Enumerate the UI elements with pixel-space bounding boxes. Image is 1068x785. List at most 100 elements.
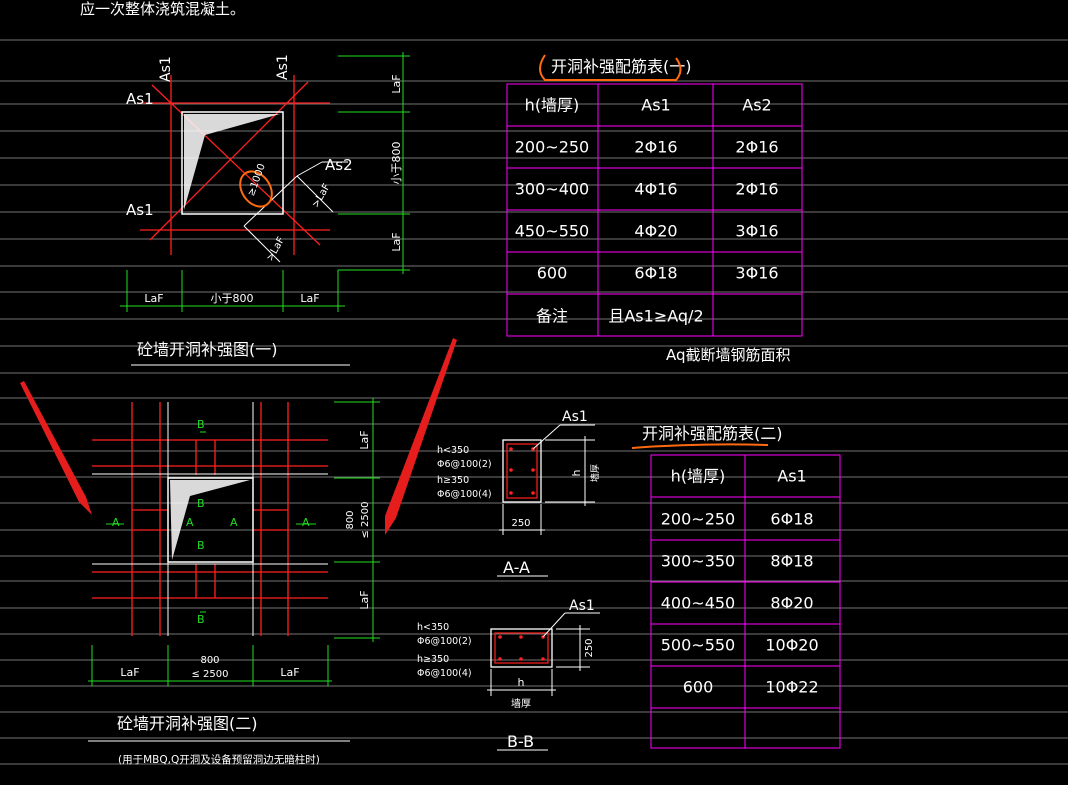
table1-grid [506, 83, 803, 337]
bb-dim-bottom: h [518, 676, 525, 689]
diagram1-dim-right [338, 52, 410, 274]
diagram1-rebars [140, 75, 330, 255]
d2-dim-right-mid-2: ≤ 2500 [360, 501, 371, 538]
diagram2-rebars [92, 402, 328, 636]
aa-bars [509, 447, 535, 495]
b-label-mid-top: B [197, 497, 205, 510]
table1-header-cell: As1 [641, 96, 670, 115]
table2-cell: 300~350 [661, 552, 735, 571]
d1-dim-right-bottom: LaF [390, 232, 403, 251]
table1-cell: 6Φ18 [634, 264, 677, 283]
b-label-mid-bottom: B [197, 539, 205, 552]
aa-note2: Φ6@100(2) [437, 459, 492, 470]
bb-note1: h<350 [417, 622, 449, 633]
diagram-2: B B B B A A A A LaF 800 ≤ 2500 LaF [88, 398, 380, 766]
hatched-area-2 [170, 480, 250, 560]
laf-diag-right: >LaF [310, 182, 333, 210]
bb-title: B-B [507, 732, 534, 751]
a-label-left: A [186, 516, 194, 529]
diagram2-subcaption: (用于MBQ,Q开洞及设备预留洞边无暗柱时) [118, 753, 320, 766]
as1-left-top: As1 [126, 90, 154, 108]
table1-cell: 2Φ16 [634, 138, 677, 157]
table1-cell: 4Φ20 [634, 222, 677, 241]
diagram2-frame [92, 402, 328, 636]
aa-note3: h≥350 [437, 475, 469, 486]
bb-dim-right: 250 [584, 638, 595, 657]
table2-header-cell: As1 [777, 467, 806, 486]
d1-dim-right-mid: 小于800 [390, 142, 403, 185]
table2-cell: 500~550 [661, 636, 735, 655]
table1-cell: 3Φ16 [735, 264, 778, 283]
opening-1 [181, 111, 284, 215]
as2-label: As2 [325, 156, 353, 174]
aa-wall-label: 墙厚 [589, 464, 601, 482]
as1-left-bottom: As1 [126, 201, 154, 219]
section-marker-lines [106, 431, 316, 613]
bb-note3: h≥350 [417, 654, 449, 665]
section-bb: As1 h<350 Φ6@100(2) h≥350 Φ6@100(4) 250 … [417, 598, 600, 751]
table2-grid [650, 454, 841, 749]
aa-as1: As1 [562, 409, 588, 425]
bb-note2: Φ6@100(2) [417, 636, 472, 647]
aa-dim-bottom: 250 [511, 518, 530, 529]
d2-dim-bottom-mid-2: ≤ 2500 [191, 669, 228, 680]
aa-title: A-A [503, 558, 530, 577]
table1-cell: 且As1≥Aq/2 [608, 307, 703, 326]
arrow-right [385, 338, 457, 535]
opening-2 [167, 477, 254, 563]
table1-header-cell: As2 [742, 96, 771, 115]
table2-cell: 400~450 [661, 594, 735, 613]
table1-title: 开洞补强配筋表(一) [551, 57, 692, 76]
a-label-far-right: A [302, 516, 310, 529]
d2-dim-bottom-mid-1: 800 [200, 655, 219, 666]
a-label-far-left: A [112, 516, 120, 529]
d2-dim-bottom-left: LaF [120, 666, 139, 679]
bb-bars [498, 635, 545, 661]
table1-cell: 2Φ16 [735, 138, 778, 157]
d1-dim-right-top: LaF [390, 74, 403, 93]
table-1: 开洞补强配筋表(一) h(墙厚) As1 As2 200~250 2Φ16 2Φ16 300… [506, 54, 803, 364]
d2-dim-right-top: LaF [358, 430, 371, 449]
section-markers: B B B B A A A A [112, 418, 310, 626]
table1-cell: 4Φ16 [634, 180, 677, 199]
hatched-area-1 [184, 114, 280, 210]
a-label-right: A [230, 516, 238, 529]
d2-dim-right-mid-1: 800 [345, 510, 356, 529]
d1-dim-bottom-mid: 小于800 [211, 292, 254, 305]
table1-cell: 3Φ16 [735, 222, 778, 241]
table1-title-highlight [539, 54, 682, 81]
diagram-1: ≥1000 >LaF >LaF As1 As1 As1 As1 As2 LaF … [120, 52, 410, 366]
bb-wall-label: 墙厚 [511, 697, 531, 710]
table1-cell: 200~250 [515, 138, 589, 157]
diagram2-caption: 砼墙开洞补强图(二) [117, 714, 258, 733]
rebar-diag-1 [151, 84, 321, 246]
table2-cell: 10Φ22 [765, 678, 818, 697]
diagram2-dim-right [334, 398, 380, 642]
table1-cell: 600 [537, 264, 568, 283]
table1-note: Aq截断墙钢筋面积 [666, 346, 791, 364]
bb-note4: Φ6@100(4) [417, 668, 472, 679]
diagram1-caption: 砼墙开洞补强图(一) [137, 340, 278, 359]
arrow-left [20, 381, 92, 515]
b-label-bottom: B [197, 613, 205, 626]
diagram2-dim-bottom [88, 645, 332, 686]
red-arrows [20, 338, 457, 535]
diagram1-dim-bottom [120, 270, 345, 312]
as1-diag-top-right: As1 [275, 54, 291, 80]
table2-cell: 10Φ20 [765, 636, 818, 655]
table1-header-cell: h(墙厚) [525, 96, 580, 115]
table1-cell: 300~400 [515, 180, 589, 199]
table2-cell: 200~250 [661, 510, 735, 529]
d1-dim-bottom-left: LaF [144, 292, 163, 305]
aa-note1: h<350 [437, 445, 469, 456]
table2-cell: 8Φ18 [770, 552, 813, 571]
background-guide-lines [0, 39, 1068, 765]
d1-dim-bottom-right: LaF [300, 292, 319, 305]
table2-title-underline [631, 443, 769, 449]
orange-circle-annotation [239, 170, 273, 208]
bb-as1: As1 [569, 598, 595, 614]
aa-dim-right: h [570, 469, 583, 476]
b-label-top: B [197, 418, 205, 431]
table2-header-cell: h(墙厚) [671, 467, 726, 486]
section-aa: As1 h<350 Φ6@100(2) h≥350 Φ6@100(4) 250 … [437, 409, 601, 577]
